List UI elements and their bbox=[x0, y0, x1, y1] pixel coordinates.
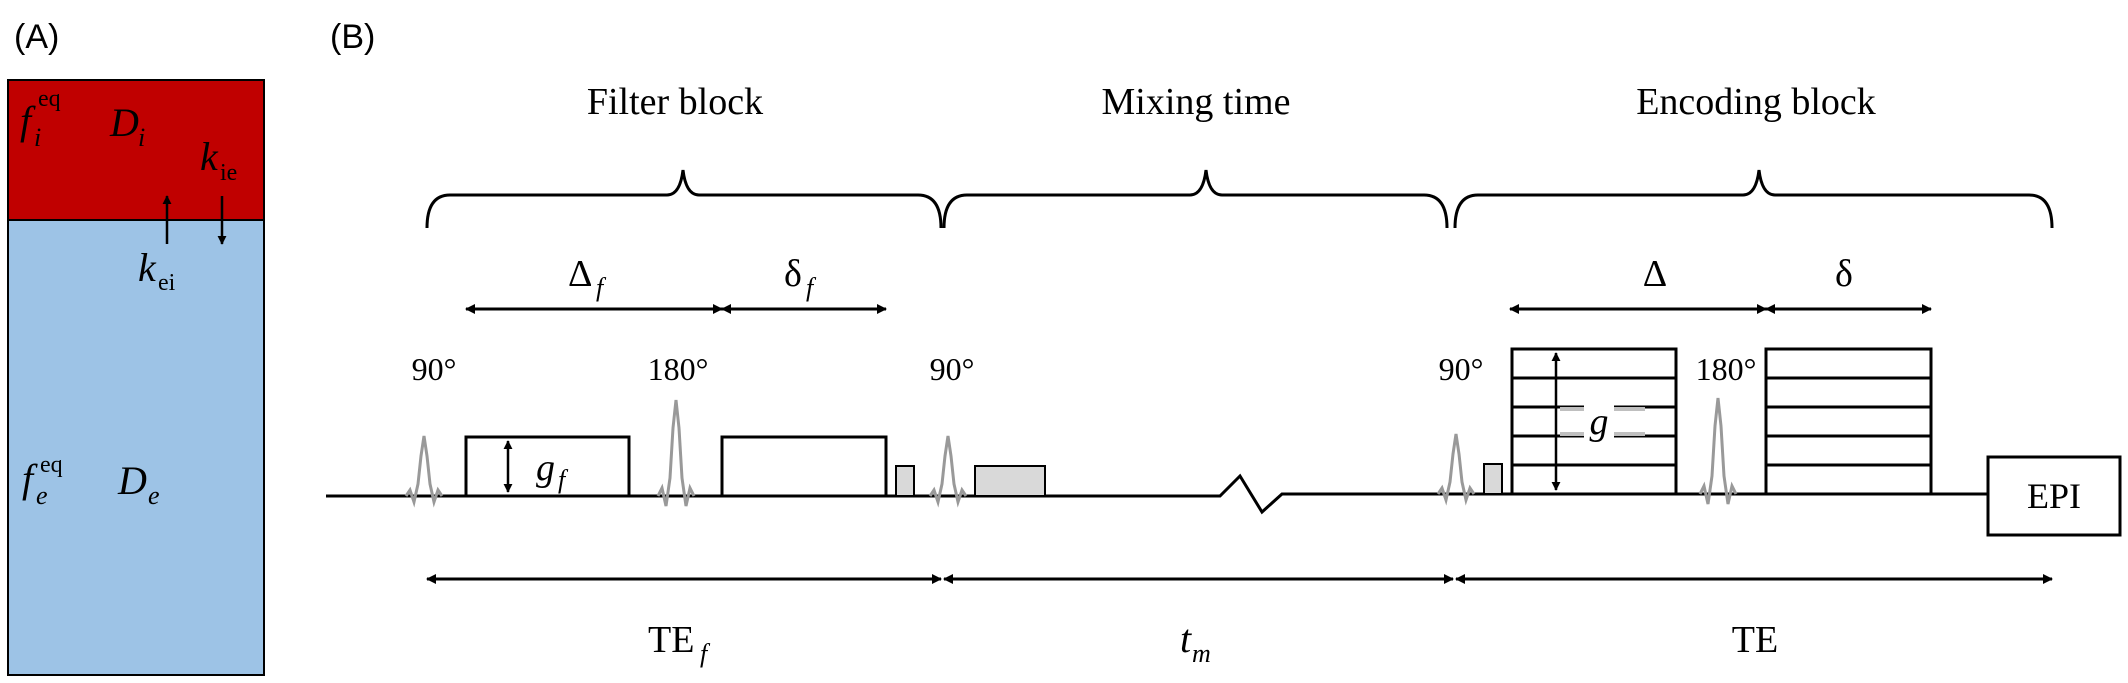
filter-gradient-2 bbox=[720, 435, 888, 498]
small-delta-f-sub: f bbox=[806, 273, 817, 302]
filter-gradient-1 bbox=[464, 435, 631, 498]
pulse-90-label-1: 90° bbox=[412, 351, 457, 387]
encoding-block-title: Encoding block bbox=[1636, 81, 1876, 123]
crusher-gradient-2 bbox=[1483, 463, 1503, 495]
d-e-sub: e bbox=[148, 481, 160, 510]
k-ei-main: k bbox=[138, 245, 157, 290]
big-delta-label: Δ bbox=[1643, 253, 1667, 295]
panel-a-label: (A) bbox=[14, 18, 59, 56]
encoding-gradient-2 bbox=[1764, 347, 1933, 496]
mixing-time-title: Mixing time bbox=[1102, 81, 1291, 123]
g-label: g bbox=[1590, 401, 1609, 443]
filter-block-title: Filter block bbox=[587, 81, 763, 123]
rf-pulse-180-1 bbox=[656, 399, 696, 507]
d-i-main: D bbox=[109, 100, 139, 145]
delta-f-label: Δ f bbox=[568, 253, 607, 302]
t-m-label: t m bbox=[1180, 616, 1211, 668]
small-delta-f-main: δ bbox=[784, 253, 802, 295]
pulse-90-label-2: 90° bbox=[930, 351, 975, 387]
g-f-label: g f bbox=[536, 447, 569, 494]
d-i-symbol: D i bbox=[109, 100, 145, 152]
sequence-baseline bbox=[326, 473, 1988, 515]
encoding-block-brace bbox=[1453, 169, 2054, 229]
te-f-sub: f bbox=[700, 639, 711, 668]
d-e-main: D bbox=[117, 458, 147, 503]
k-ei-symbol: k ei bbox=[138, 245, 176, 296]
pulse-180-label-1: 180° bbox=[648, 351, 709, 387]
filter-block-brace bbox=[425, 169, 943, 229]
f-e-sub: e bbox=[36, 481, 48, 510]
k-ei-sub: ei bbox=[158, 270, 176, 296]
extracellular-compartment bbox=[7, 219, 265, 676]
k-ie-main: k bbox=[200, 134, 219, 179]
k-ie-symbol: k ie bbox=[200, 134, 237, 186]
spoiler-gradient bbox=[974, 465, 1046, 497]
delta-f-sub: f bbox=[596, 273, 607, 302]
te-f-main: TE bbox=[648, 619, 694, 661]
te-f-label: TE f bbox=[648, 619, 711, 668]
k-ie-sub: ie bbox=[220, 160, 237, 186]
f-e-sup: eq bbox=[40, 452, 63, 478]
panel-b-label: (B) bbox=[330, 18, 375, 56]
g-label-bg bbox=[1584, 404, 1614, 438]
small-delta-label: δ bbox=[1835, 253, 1853, 295]
g-f-sub: f bbox=[558, 465, 569, 494]
epi-readout-box bbox=[1986, 455, 2122, 537]
delta-f-main: Δ bbox=[568, 253, 592, 295]
pulse-180-label-2: 180° bbox=[1696, 351, 1757, 387]
t-m-sub: m bbox=[1192, 639, 1211, 668]
epi-label: EPI bbox=[2027, 476, 2081, 516]
small-delta-f-label: δ f bbox=[784, 253, 817, 302]
mixing-time-brace bbox=[942, 169, 1449, 229]
crusher-gradient-1 bbox=[895, 465, 915, 497]
f-i-sup: eq bbox=[38, 86, 61, 112]
d-e-symbol: D e bbox=[117, 458, 160, 510]
f-i-sub: i bbox=[34, 123, 41, 152]
pulse-90-label-3: 90° bbox=[1439, 351, 1484, 387]
g-f-main: g bbox=[536, 447, 555, 489]
rf-pulse-90-1 bbox=[404, 435, 444, 508]
d-i-sub: i bbox=[138, 123, 145, 152]
rf-pulse-90-3 bbox=[1436, 433, 1476, 506]
t-m-main: t bbox=[1180, 616, 1192, 661]
rf-pulse-90-2 bbox=[928, 435, 968, 508]
panel-b: (B) Filter block Mixing time Encoding bl… bbox=[326, 18, 2122, 668]
te-label: TE bbox=[1732, 619, 1778, 661]
rf-pulse-180-2 bbox=[1698, 397, 1738, 505]
panel-a: (A) f i eq D i k ie k ei f e eq bbox=[7, 18, 265, 676]
